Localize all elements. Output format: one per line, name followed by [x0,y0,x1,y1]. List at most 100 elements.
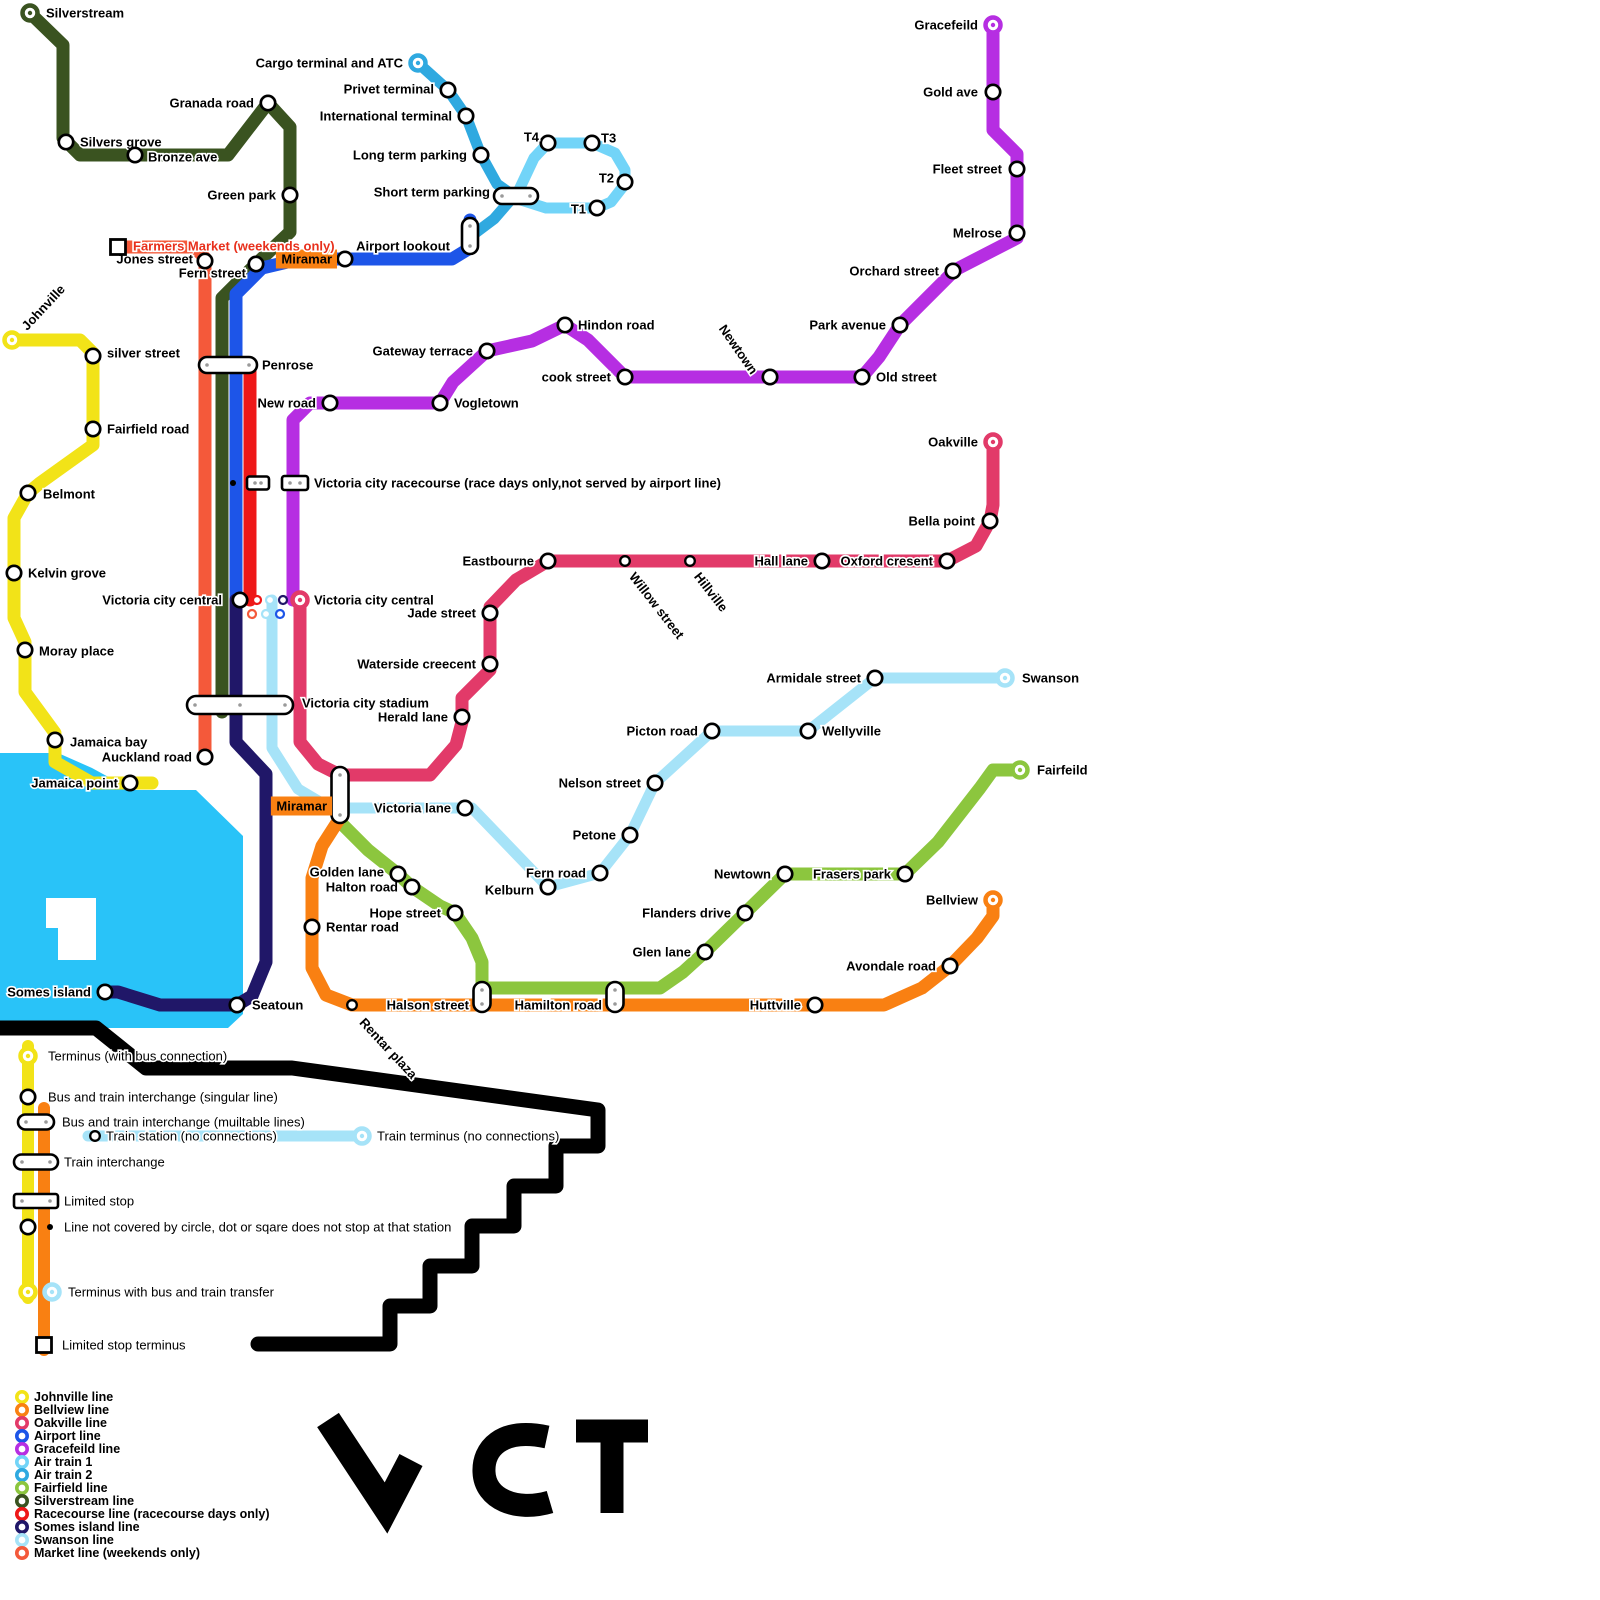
station-fleet-street: Fleet street [931,160,1026,178]
station-label: Old street [876,370,937,385]
legend-line-somes-island-line: Somes island line [14,1520,140,1535]
station-label: Limited stop terminus [62,1338,186,1353]
station-label: Rentar road [326,920,399,935]
legend-line-label: Airport line [34,1429,101,1443]
legend-line-market-line-weekends-only: Market line (weekends only) [14,1546,200,1561]
station-label: T4 [524,130,540,145]
station-label: Gateway terrace [373,344,473,359]
line-johnville [5,333,159,790]
legend-line-label: Johnville line [34,1390,113,1404]
legend-line-fairfield-line: Fairfield line [14,1481,108,1496]
station-armidale-street: Armidale street [765,669,884,687]
station-hamilton-road: Hamilton road [513,980,625,1014]
station-label: Fairfeild [1037,763,1088,778]
station-silvers-grove: Silvers grove [57,133,163,151]
legend-item-limited-stop-terminus: Limited stop terminus [35,1336,188,1354]
station-label: Seatoun [252,998,303,1013]
station-label: Newtown [716,322,761,377]
station-label: T2 [599,171,614,186]
station-frasers-park: Frasers park [811,865,914,883]
station-label: Kelvin grove [28,566,106,581]
station-oxford-cresent: Oxford cresent [839,552,956,570]
station-label: T3 [601,131,616,146]
station-label: Wellyville [822,724,881,739]
station-cook-street: cook street [540,368,634,386]
station-label: Bus and train interchange (singular line… [48,1090,278,1105]
station-kelvin-grove: Kelvin grove [5,564,108,582]
station-old-street: Old street [853,368,939,386]
logo-letter-t [576,1419,648,1513]
station-label: Huttville [750,998,801,1013]
station-newtown: Newtown [712,865,794,883]
legend-line-chip [14,1455,29,1470]
station-fern-street: Fern street [177,255,265,282]
legend-item-terminus-with-bus-connection: Terminus (with bus connection) [18,1046,229,1066]
station-bellview: Bellview [924,890,1003,910]
station-vogletown: Vogletown [431,394,520,412]
legend-line-label: Air train 1 [34,1455,92,1469]
station-label: Terminus with bus and train transfer [68,1285,275,1300]
legend-line-label: Racecourse line (racecourse days only) [34,1507,270,1521]
station-label: Train station (no connections) [106,1129,277,1144]
legend-line-chip [14,1546,29,1561]
legend-line-label: Oakville line [34,1416,107,1430]
station-label: Halton road [326,880,398,895]
station-new-road: New road [256,394,339,412]
station-farmers-market-weekends-only: Farmers Market (weekends only) [109,237,336,256]
legend-line-chip [14,1520,29,1535]
station-label: Victoria city central [314,593,434,608]
station-label: Bronze ave [148,150,217,165]
legend-item-train-station-no-connections: Train station (no connections) [89,1127,278,1145]
station-label: Silverstream [46,6,124,21]
station-label: Airport lookout [356,239,451,254]
legend-line-chip [14,1416,29,1431]
legend-line-chip [14,1494,29,1509]
station-label: Frasers park [813,867,892,882]
station-label: Short term parking [374,185,490,200]
station-fairfield-road: Fairfield road [84,420,191,438]
station-label: Train interchange [64,1155,165,1170]
station-label: Picton road [626,724,698,739]
station-label: Miramar [276,799,327,814]
legend-line-chip [14,1429,29,1444]
station-label: Bus and train interchange (muiltable lin… [62,1115,305,1130]
legend-line-label: Bellview line [34,1403,109,1417]
station-orchard-street: Orchard street [848,262,962,280]
station-label: Vogletown [454,396,519,411]
station-moray-place: Moray place [16,641,116,660]
station-label: Penrose [262,358,313,373]
station-label: Fleet street [933,162,1003,177]
legend-line-oakville-line: Oakville line [14,1416,107,1431]
station-miramar: Miramar [275,249,354,269]
station-victoria-city-central: Victoria city central [246,590,435,620]
station-label: T1 [571,202,586,217]
station-herald-lane: Herald lane [376,708,471,726]
label-highlight [270,796,332,816]
line-swanson [266,594,1011,893]
station-label: Miramar [281,252,332,267]
legend-item-limited-stop: Limited stop [12,1192,136,1210]
station-t1: T1 [569,199,606,218]
station-green-park: Green park [206,186,299,204]
station-somes-island: Somes island [6,983,114,1001]
station-halson-street: Halson street [385,980,492,1014]
station-label: Newtown [714,867,771,882]
legend-line-label: Silverstream line [34,1494,134,1508]
station-label: Moray place [39,644,114,659]
station-bella-point: Bella point [907,512,999,530]
legend-line-chip [14,1390,29,1405]
station-t4: T4 [522,128,557,152]
station-label: Jamaica bay [70,735,148,750]
station-label: Long term parking [353,148,467,163]
legend-line-air-train-2: Air train 2 [14,1468,92,1483]
station-label: Fairfield road [107,422,189,437]
legend-line-chip [14,1442,29,1457]
line-market [111,240,212,764]
station-gold-ave: Gold ave [921,83,1002,101]
station-label: Green park [207,188,276,203]
station-label: Somes island [7,985,91,1000]
station-nelson-street: Nelson street [557,774,664,792]
station-label: New road [257,396,316,411]
logo-letter-v [317,1412,423,1534]
station-label: Limited stop [64,1194,134,1209]
